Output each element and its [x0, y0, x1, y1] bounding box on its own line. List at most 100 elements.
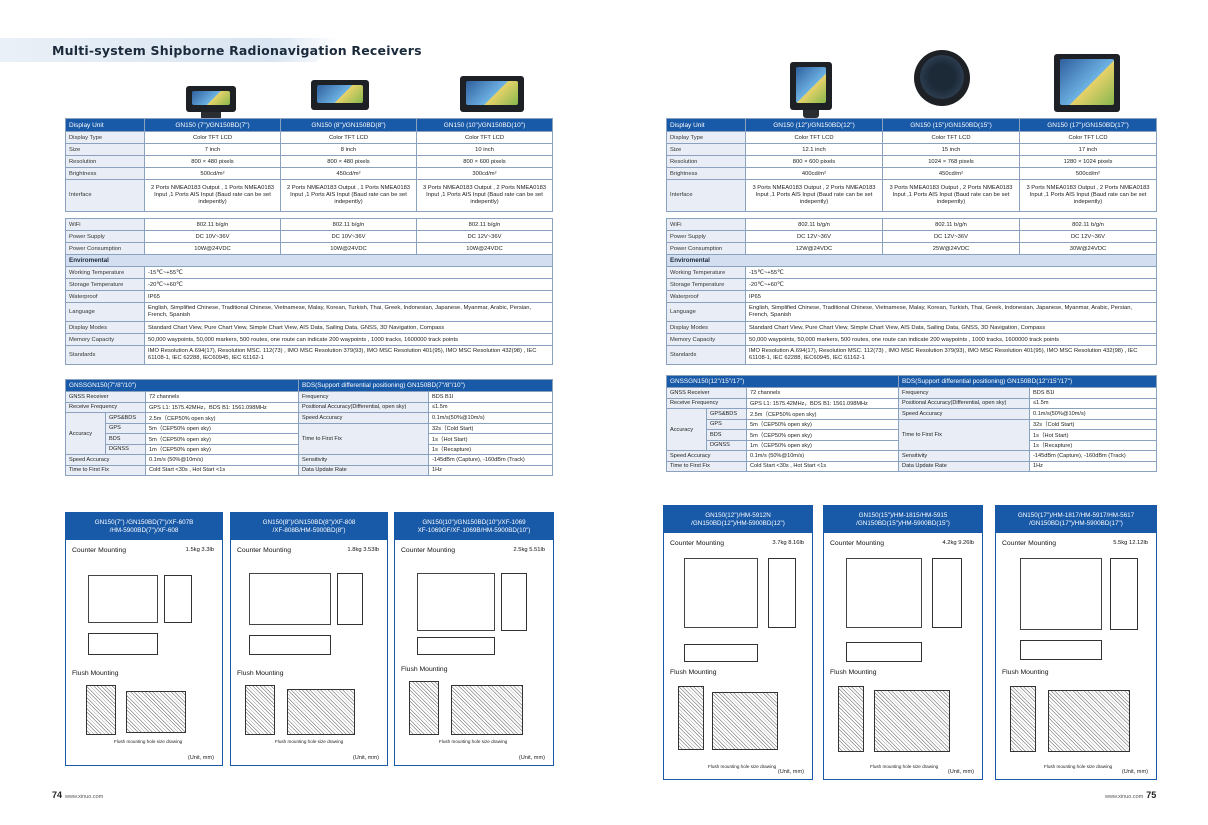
title-banner — [0, 38, 340, 62]
counter-mounting-label: Counter Mounting — [237, 547, 292, 554]
section-header: Enviromental — [65, 254, 553, 267]
cell: 3 Ports NMEA0183 Output , 2 Ports NMEA01… — [416, 179, 553, 212]
weight-label: 1.8kg 3.53lb — [347, 547, 379, 553]
footer-site-left: www.xinuo.com — [65, 794, 104, 800]
row-label: Resolution — [65, 155, 145, 168]
side-view-drawing — [932, 558, 962, 628]
device-image-7inch — [186, 86, 236, 120]
row-label: Power Supply — [666, 230, 746, 243]
row-label: GPS&BDS — [706, 408, 747, 420]
row-label: Memory Capacity — [65, 333, 145, 346]
front-view-drawing — [249, 573, 331, 625]
cell: 500cd/m² — [144, 167, 281, 180]
cell: DC 10V~36V — [144, 230, 281, 243]
top-view-drawing — [88, 633, 158, 655]
row-label: Language — [666, 302, 746, 322]
card-header: GN150(12")/HM-5912N/GN150BD(12")/HM-5900… — [664, 506, 812, 533]
row-label: Language — [65, 302, 145, 322]
cell: 2.5m（CEP50% open sky) — [745, 408, 900, 420]
cell: 50,000 waypoints, 50,000 markers, 500 ro… — [144, 333, 553, 346]
cell: 0.1m/s (50%@10m/s) — [145, 454, 299, 466]
flush-side-drawing — [678, 686, 704, 750]
card-header: GN150(7") /GN150BD(7")/XF-607B/HM-5900BD… — [66, 513, 222, 540]
row-label: Speed Accuracy — [666, 450, 747, 462]
row-label: Sensitivity — [898, 450, 1031, 462]
row-label: Display Modes — [666, 321, 746, 334]
cell: English, Simplified Chinese, Traditional… — [745, 302, 1157, 322]
cell: 1s（Recapture) — [428, 443, 553, 455]
gnss-title: GNSSGN150(7"/8"/10") — [65, 379, 299, 392]
cell: GPS L1: 1575.42MHz，BDS B1: 1561.098MHz — [145, 401, 299, 413]
hole-caption: Flush mounting hole size drawing — [275, 739, 344, 744]
cell: English, Simplified Chinese, Traditional… — [144, 302, 553, 322]
cell: -145dBm (Capture), -160dBm (Track) — [428, 454, 553, 466]
cell: DC 12V~36V — [1019, 230, 1157, 243]
mounting-card-8inch: GN150(8")/GN150BD(8")/XF-808/XF-808B/HM-… — [230, 512, 388, 766]
side-view-drawing — [1110, 558, 1138, 630]
device-image-17inch — [1054, 54, 1120, 112]
row-label: Time to First Fix — [666, 460, 747, 472]
page-number-right: 75 — [1146, 790, 1157, 800]
row-label: Waterproof — [65, 290, 145, 303]
hole-caption: Flush mounting hole size drawing — [114, 739, 183, 744]
row-label: Interface — [65, 179, 145, 212]
cell: 17 inch — [1019, 143, 1157, 156]
cell: 450cd/m² — [280, 167, 417, 180]
top-view-drawing — [1020, 640, 1102, 660]
hole-caption: Flush mounting hole size drawing — [870, 764, 939, 769]
gnss-bds-table-right: GNSSGN150(12"/15"/17")BDS(Support differ… — [665, 375, 1158, 472]
flush-side-drawing — [86, 685, 116, 735]
cell: 400cd/m² — [745, 167, 883, 180]
right-page: Display Unit GN150 (12")/GN150BD(12") GN… — [604, 0, 1208, 825]
cell: DC 12V~36V — [416, 230, 553, 243]
row-label: Power Supply — [65, 230, 145, 243]
cell: 30W@24VDC — [1019, 242, 1157, 255]
flush-mounting-label: Flush Mounting — [670, 669, 717, 676]
row-label: WiFi — [65, 218, 145, 231]
header-model-7: GN150 (7")/GN150BD(7") — [144, 118, 281, 132]
cell: IP65 — [745, 290, 1157, 303]
weight-label: 5.5kg 12.12lb — [1113, 540, 1148, 546]
spec-row: Working Temperature-15℃~+55℃ — [666, 266, 1157, 279]
cell: Color TFT LCD — [745, 131, 883, 144]
cell: 72 channels — [145, 391, 299, 403]
cell: DC 12V~36V — [745, 230, 883, 243]
cell: 802.11 b/g/n — [280, 218, 417, 231]
row-label: WiFi — [666, 218, 746, 231]
row-label: Data Update Rate — [898, 460, 1031, 472]
side-view-drawing — [501, 573, 527, 631]
flush-mounting-label: Flush Mounting — [237, 670, 284, 677]
header-display-unit: Display Unit — [666, 118, 746, 132]
cell: Color TFT LCD — [280, 131, 417, 144]
spec-table-left: Display Unit GN150 (7")/GN150BD(7") GN15… — [65, 118, 553, 365]
device-image-8inch — [311, 80, 369, 110]
row-label: GPS — [105, 422, 146, 434]
row-label: Display Type — [65, 131, 145, 144]
row-label: Display Type — [666, 131, 746, 144]
header-model-15: GN150 (15")/GN150BD(15") — [882, 118, 1020, 132]
cell: -15℃~+55℃ — [745, 266, 1157, 279]
flush-hole-drawing — [287, 689, 355, 735]
cell: 5m（CEP50% open sky) — [145, 433, 299, 445]
cell: 802.11 b/g/n — [882, 218, 1020, 231]
counter-mounting-label: Counter Mounting — [72, 547, 127, 554]
side-view-drawing — [164, 575, 192, 623]
row-label: Frequency — [898, 387, 1031, 399]
cell: 450cd/m² — [882, 167, 1020, 180]
cell: IP65 — [144, 290, 553, 303]
